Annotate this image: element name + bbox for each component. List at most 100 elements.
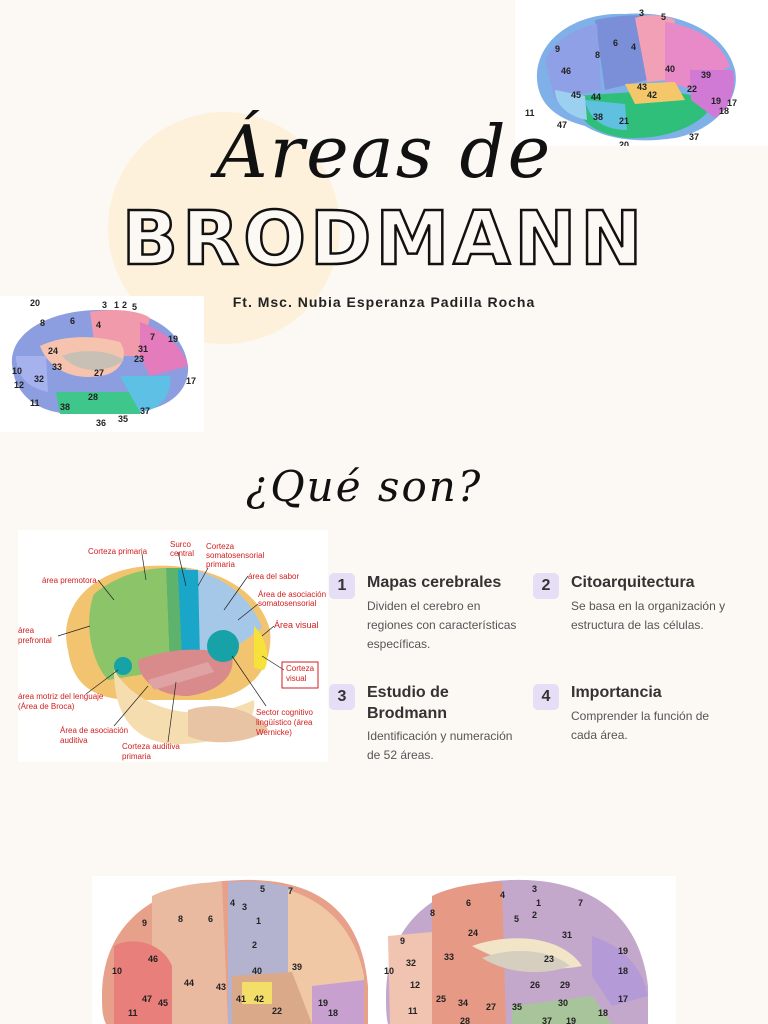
brain-area-number: 19 — [318, 998, 328, 1008]
brain-area-number: 39 — [701, 70, 711, 80]
feature-number-1: 1 — [329, 573, 355, 599]
feature-desc-2: Se basa en la organización y estructura … — [571, 599, 726, 632]
brain-area-number: 18 — [328, 1008, 338, 1018]
brain-area-number: 35 — [118, 414, 128, 424]
brain-area-number: 5 — [661, 12, 666, 22]
brain-area-number: 1 — [256, 916, 261, 926]
brain-area-number: 18 — [618, 966, 628, 976]
label-area-premotora: área premotora — [42, 576, 97, 585]
brain-area-number: 11 — [30, 398, 40, 408]
feature-desc-1: Dividen el cerebro en regiones con carac… — [367, 599, 517, 651]
brain-area-number: 27 — [94, 368, 104, 378]
feature-number-2: 2 — [533, 573, 559, 599]
title-script: Áreas de — [215, 110, 553, 194]
brain-area-number: 8 — [178, 914, 183, 924]
brain-area-number: 46 — [561, 66, 571, 76]
brain-area-number: 4 — [230, 898, 235, 908]
brain-area-number: 20 — [619, 140, 629, 146]
feature-title-4: Importancia — [571, 684, 662, 701]
brain-area-number: 10 — [384, 966, 394, 976]
label-area-sabor: área del sabor — [248, 572, 300, 581]
brain-area-number: 47 — [557, 120, 567, 130]
brain-area-number: 42 — [254, 994, 264, 1004]
brain-area-number: 27 — [486, 1002, 496, 1012]
brain-area-number: 43 — [216, 982, 226, 992]
brain-area-number: 5 — [132, 302, 137, 312]
brain-area-number: 30 — [558, 998, 568, 1008]
brain-area-number: 8 — [595, 50, 600, 60]
brain-area-number: 6 — [70, 316, 75, 326]
brain-area-number: 37 — [140, 406, 150, 416]
brain-area-number: 19 — [711, 96, 721, 106]
label-corteza-auditiva: Corteza auditiva primaria — [122, 742, 180, 761]
brain-area-number: 45 — [571, 90, 581, 100]
brain-area-number: 7 — [150, 332, 155, 342]
brain-area-number: 23 — [134, 354, 144, 364]
brain-area-number: 38 — [60, 402, 70, 412]
brain-area-number: 17 — [618, 994, 628, 1004]
brain-area-number: 32 — [34, 374, 44, 384]
brain-area-number: 4 — [500, 890, 505, 900]
brain-area-number: 33 — [52, 362, 62, 372]
brain-area-number: 43 — [637, 82, 647, 92]
brain-area-number: 18 — [598, 1008, 608, 1018]
feature-title-1: Mapas cerebrales — [367, 574, 502, 591]
label-corteza-primaria: Corteza primaria — [88, 547, 148, 556]
brain-area-number: 22 — [272, 1006, 282, 1016]
brain-area-number: 8 — [40, 318, 45, 328]
label-somatosensorial-primaria: Corteza somatosensorial primaria — [206, 542, 265, 569]
brain-area-number: 10 — [112, 966, 122, 976]
brain-area-number: 19 — [566, 1016, 576, 1024]
brain-area-number: 40 — [665, 64, 675, 74]
feature-desc-3: Identificación y numeración de 52 áreas. — [367, 729, 513, 762]
brain-area-number: 37 — [542, 1016, 552, 1024]
brain-area-number: 3 — [639, 8, 644, 18]
brain-area-number: 11 — [128, 1008, 138, 1018]
brain-area-number: 9 — [400, 936, 405, 946]
label-area-broca: área motriz del lenguaje (Área de Broca) — [18, 692, 104, 711]
brain-area-number: 47 — [142, 994, 152, 1004]
feature-title-3: Estudio de Brodmann — [367, 684, 449, 722]
brain-area-number: 6 — [208, 914, 213, 924]
brain-area-number: 3 — [102, 300, 107, 310]
brain-area-number: 29 — [560, 980, 570, 990]
brain-area-number: 35 — [512, 1002, 522, 1012]
brain-area-number: 34 — [458, 998, 468, 1008]
brain-area-number: 24 — [468, 928, 478, 938]
brain-area-number: 19 — [618, 946, 628, 956]
brain-area-number: 11 — [408, 1006, 418, 1016]
label-asociacion-somatosensorial: Área de asociación somatosensorial — [258, 590, 327, 608]
brain-area-number: 24 — [48, 346, 58, 356]
brain-area-number: 4 — [96, 320, 101, 330]
brain-area-number: 38 — [593, 112, 603, 122]
brain-area-number: 7 — [288, 886, 293, 896]
label-area-visual: Área visual — [274, 620, 319, 630]
brain-area-number: 19 — [168, 334, 178, 344]
brain-area-number: 33 — [444, 952, 454, 962]
title-main: BRODMANN — [121, 195, 647, 284]
brain-area-number: 3 — [532, 884, 537, 894]
brain-area-number: 31 — [562, 930, 572, 940]
brain-area-number: 2 — [122, 300, 127, 310]
section-title: ¿Qué son? — [245, 462, 483, 511]
brain-area-number: 44 — [591, 92, 601, 102]
label-surco-central: Surco central — [170, 540, 195, 558]
brain-area-number: 44 — [184, 978, 194, 988]
brain-area-number: 8 — [430, 908, 435, 918]
brain-area-number: 42 — [647, 90, 657, 100]
brain-area-number: 22 — [687, 84, 697, 94]
brain-area-number: 31 — [138, 344, 148, 354]
brain-area-number: 7 — [578, 898, 583, 908]
brain-area-number: 11 — [525, 108, 535, 118]
author: Ft. Msc. Nubia Esperanza Padilla Rocha — [232, 294, 536, 310]
brain-area-number: 1 — [536, 898, 541, 908]
brain-area-number: 28 — [460, 1016, 470, 1024]
brain-area-number: 9 — [142, 918, 147, 928]
feature-number-3: 3 — [329, 684, 355, 710]
brain-area-number: 1 — [114, 300, 119, 310]
